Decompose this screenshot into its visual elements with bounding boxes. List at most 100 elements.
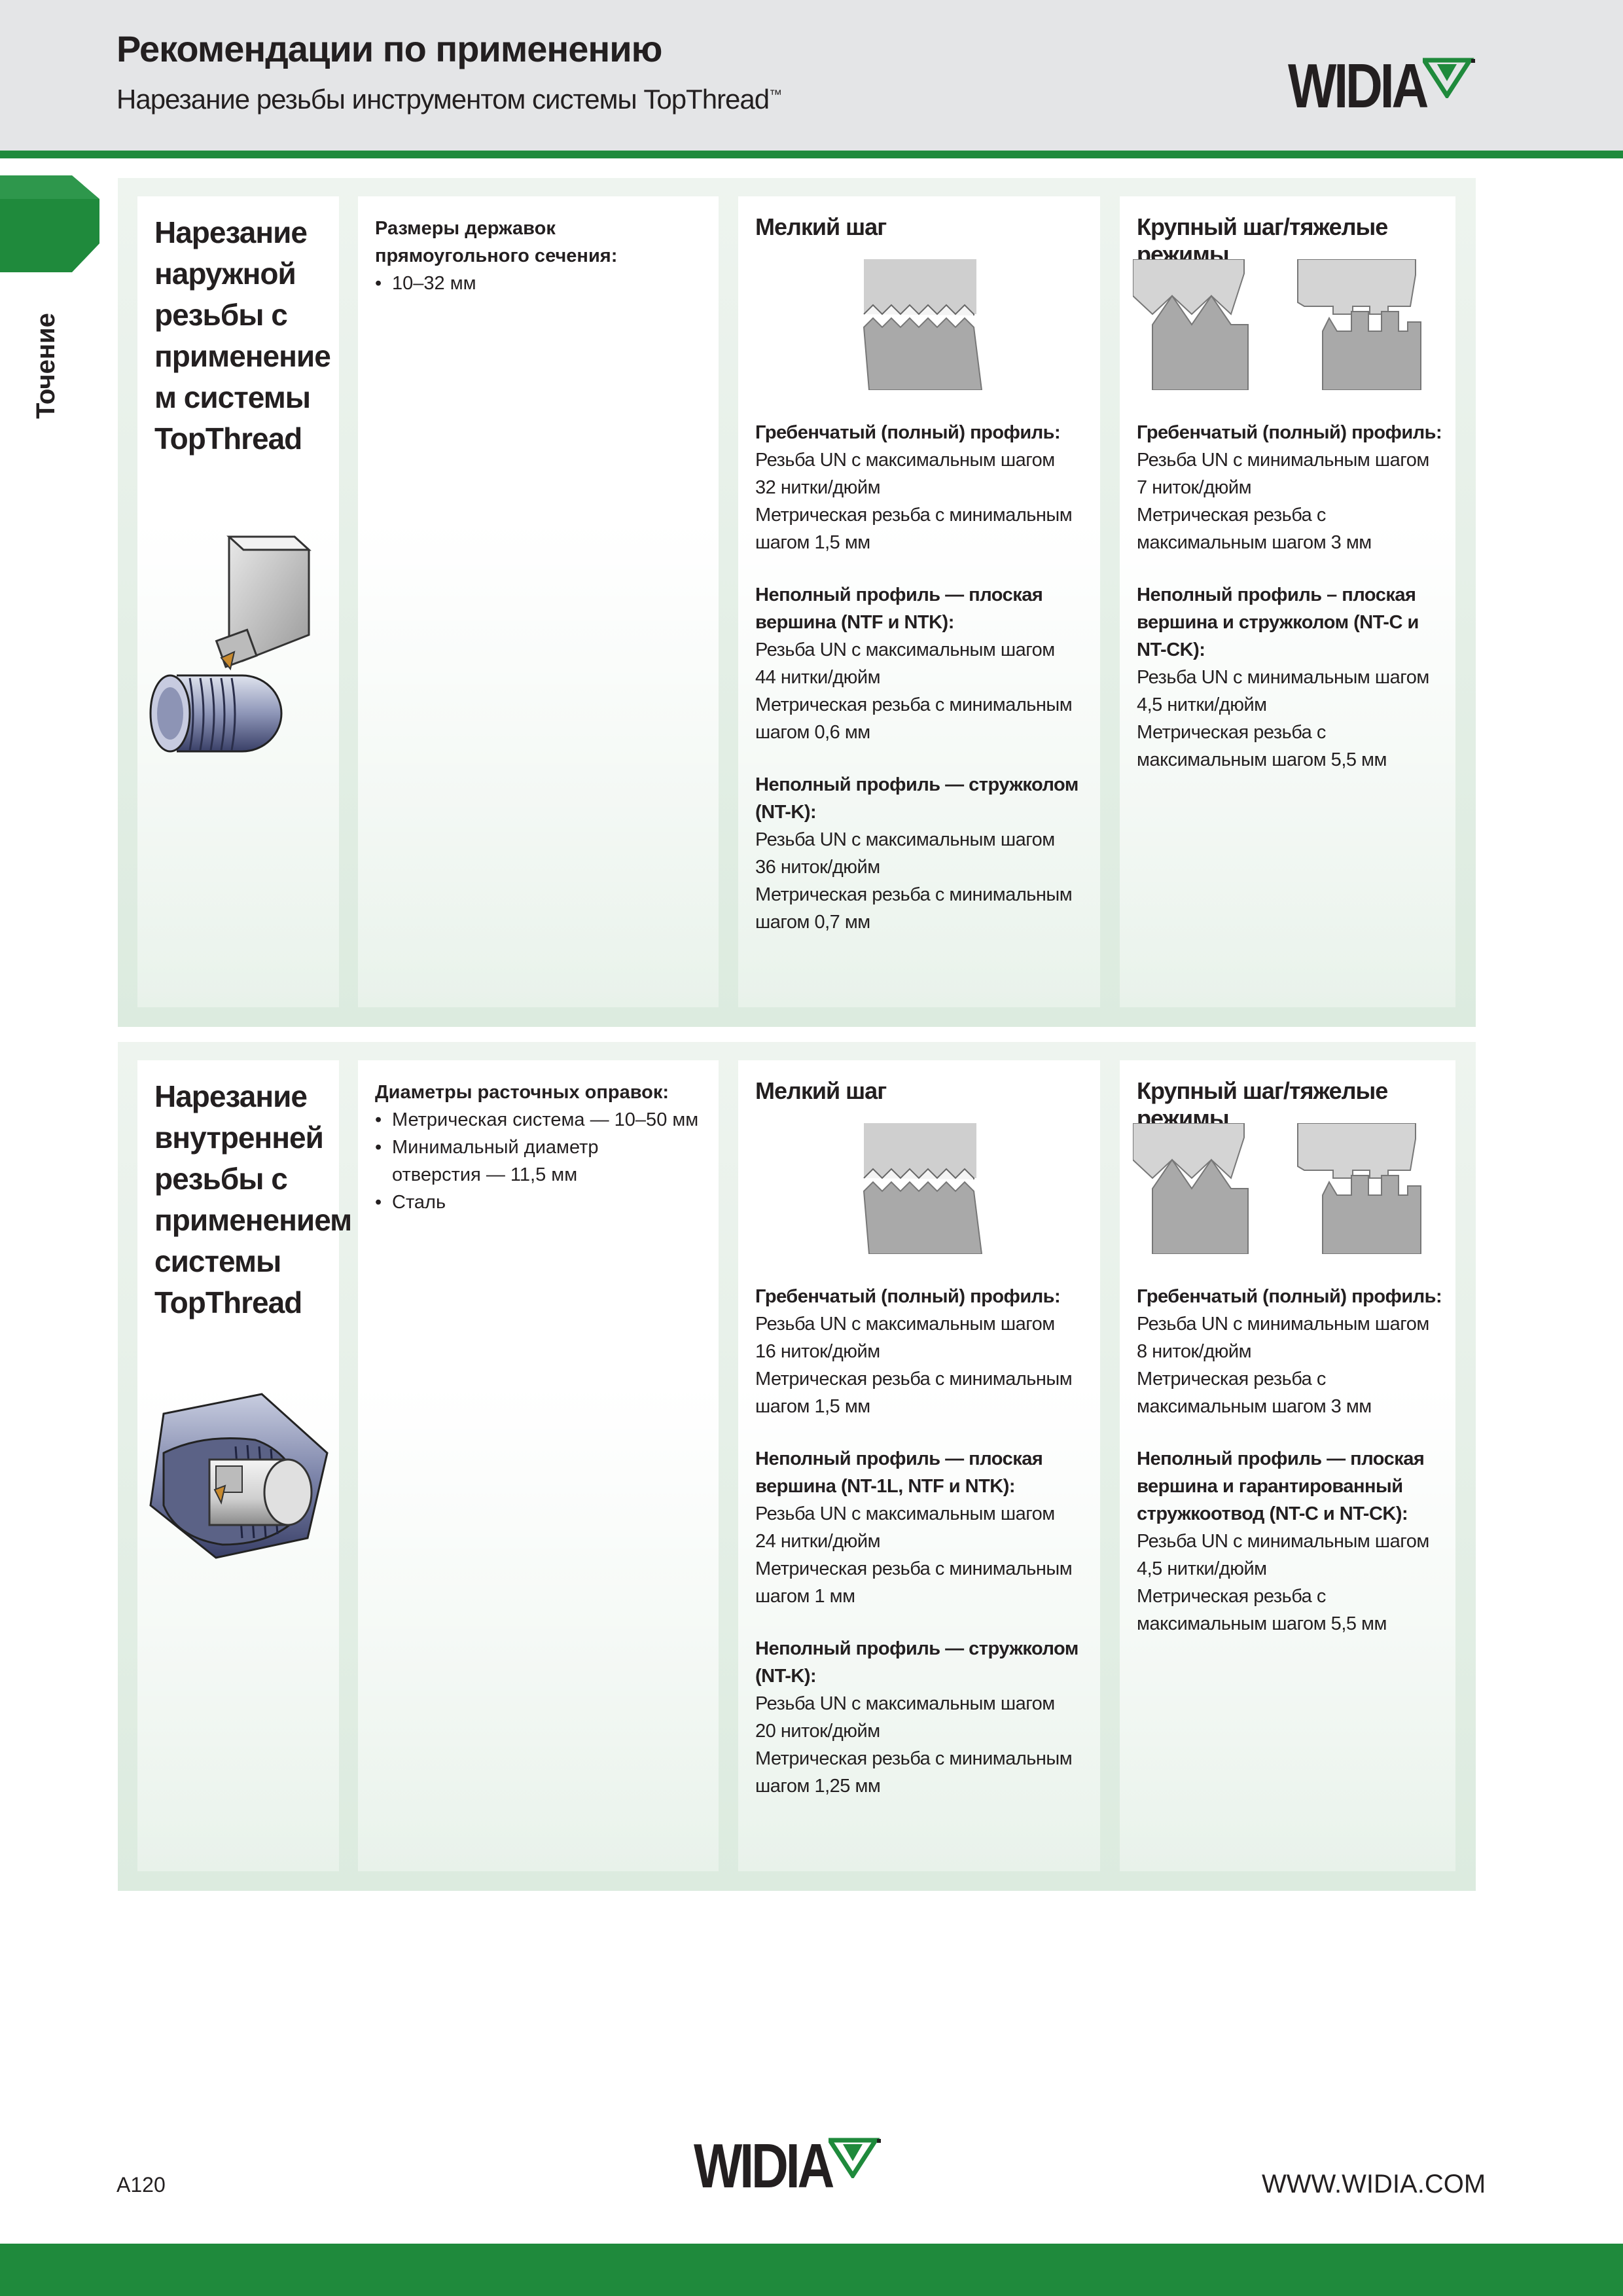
profile-line: 8 ниток/дюйм bbox=[1137, 1341, 1252, 1362]
fine-pitch-profiles: Гребенчатый (полный) профиль: Резьба UN … bbox=[755, 419, 1090, 961]
profile-title: Гребенчатый (полный) профиль: bbox=[755, 1286, 1061, 1307]
profile-line: Резьба UN с минимальным шагом bbox=[1137, 450, 1429, 471]
holder-size-column: Размеры державок прямоугольного сечения:… bbox=[358, 196, 719, 1007]
profile-line: Резьба UN с максимальным шагом bbox=[755, 1503, 1055, 1524]
profile-title: Гребенчатый (полный) профиль: bbox=[1137, 1286, 1442, 1307]
fine-pitch-column: Мелкий шаг Гребенчатый (полный) профиль:… bbox=[738, 196, 1100, 1007]
section-title-column: Нарезание внутренней резьбы с применение… bbox=[137, 1060, 352, 1871]
fine-pitch-profile-icon bbox=[863, 1123, 983, 1254]
spec-list: 10–32 мм bbox=[375, 270, 705, 297]
profile-line: Метрическая резьба с минимальным bbox=[755, 884, 1073, 905]
spec-list: Метрическая система — 10–50 мм Минимальн… bbox=[375, 1106, 705, 1216]
external-threading-tool-illustration bbox=[149, 535, 312, 753]
website-link[interactable]: WWW.WIDIA.COM bbox=[1262, 2170, 1486, 2198]
external-threading-section: Нарезание наружной резьбы с применение м… bbox=[118, 178, 1476, 1027]
profile-block: Гребенчатый (полный) профиль: Резьба UN … bbox=[755, 419, 1090, 556]
internal-threading-tool-illustration bbox=[149, 1393, 329, 1559]
spec-heading: Диаметры расточных оправок: bbox=[375, 1082, 669, 1103]
footer-logo-wordmark: WIDIA bbox=[694, 2131, 834, 2201]
header-divider bbox=[0, 151, 1623, 158]
coarse-pitch-profile-icon bbox=[1133, 1123, 1421, 1254]
section-tab-marker bbox=[0, 175, 99, 272]
profile-title: Неполный профиль — плоская вершина (NTF … bbox=[755, 584, 1043, 633]
spec-heading: Размеры державок прямоугольного сечения: bbox=[375, 218, 618, 266]
profile-block: Гребенчатый (полный) профиль: Резьба UN … bbox=[755, 1283, 1090, 1420]
profile-line: максимальным шагом 5,5 мм bbox=[1137, 1613, 1387, 1634]
spec-item: Метрическая система — 10–50 мм bbox=[375, 1106, 705, 1134]
profile-line: Метрическая резьба с bbox=[1137, 722, 1326, 743]
profile-line: 4,5 нитки/дюйм bbox=[1137, 694, 1267, 715]
profile-title: Неполный профиль — стружколом (NT-K): bbox=[755, 1638, 1079, 1687]
profile-line: Метрическая резьба с минимальным bbox=[755, 1369, 1073, 1390]
profile-line: шагом 0,6 мм bbox=[755, 722, 870, 743]
boring-bar-column: Диаметры расточных оправок: Метрическая … bbox=[358, 1060, 719, 1871]
profile-line: Резьба UN с минимальным шагом bbox=[1137, 1531, 1429, 1552]
fine-pitch-heading: Мелкий шаг bbox=[755, 1077, 887, 1104]
profile-line: Резьба UN с максимальным шагом bbox=[755, 1693, 1055, 1714]
profile-line: Резьба UN с максимальным шагом bbox=[755, 1314, 1055, 1335]
section-title-column: Нарезание наружной резьбы с применение м… bbox=[137, 196, 339, 1007]
page-number: A120 bbox=[116, 2173, 166, 2197]
coarse-pitch-column: Крупный шаг/тяжелые режимы Гребенчатый (… bbox=[1120, 1060, 1455, 1871]
profile-line: 32 нитки/дюйм bbox=[755, 477, 881, 498]
coarse-pitch-profiles: Гребенчатый (полный) профиль: Резьба UN … bbox=[1137, 1283, 1445, 1662]
profile-title: Гребенчатый (полный) профиль: bbox=[1137, 422, 1442, 443]
profile-line: Метрическая резьба с bbox=[1137, 505, 1326, 526]
profile-line: Метрическая резьба с минимальным bbox=[755, 505, 1073, 526]
widia-logo: WIDIA bbox=[1288, 55, 1476, 118]
spec-item: Минимальный диаметр отверстия — 11,5 мм bbox=[375, 1134, 608, 1189]
spec-item: Сталь bbox=[375, 1189, 705, 1216]
profile-line: Резьба UN с максимальным шагом bbox=[755, 639, 1055, 660]
profile-title: Неполный профиль – плоская вершина и стр… bbox=[1137, 584, 1419, 660]
logo-wordmark: WIDIA bbox=[1288, 51, 1429, 121]
page-header bbox=[0, 0, 1623, 151]
profile-line: максимальным шагом 5,5 мм bbox=[1137, 749, 1387, 770]
profile-title: Неполный профиль — плоская вершина (NT-1… bbox=[755, 1448, 1043, 1497]
profile-line: 4,5 нитки/дюйм bbox=[1137, 1558, 1267, 1579]
profile-line: шагом 1,25 мм bbox=[755, 1776, 881, 1797]
internal-threading-section: Нарезание внутренней резьбы с применение… bbox=[118, 1042, 1476, 1891]
profile-line: Метрическая резьба с bbox=[1137, 1586, 1326, 1607]
section-title: Нарезание наружной резьбы с применение м… bbox=[154, 215, 331, 456]
subtitle-text: Нарезание резьбы инструментом системы To… bbox=[116, 84, 770, 115]
fine-pitch-heading: Мелкий шаг bbox=[755, 213, 887, 240]
profile-line: Метрическая резьба с bbox=[1137, 1369, 1326, 1390]
profile-line: Метрическая резьба с минимальным bbox=[755, 1748, 1073, 1769]
widia-triangle-icon bbox=[828, 2138, 881, 2178]
profile-line: Резьба UN с минимальным шагом bbox=[1137, 1314, 1429, 1335]
profile-block: Неполный профиль — плоская вершина и гар… bbox=[1137, 1445, 1445, 1638]
profile-line: 24 нитки/дюйм bbox=[755, 1531, 881, 1552]
profile-line: 44 нитки/дюйм bbox=[755, 667, 881, 688]
profile-line: шагом 1,5 мм bbox=[755, 532, 870, 553]
profile-line: Метрическая резьба с минимальным bbox=[755, 1558, 1073, 1579]
coarse-pitch-profiles: Гребенчатый (полный) профиль: Резьба UN … bbox=[1137, 419, 1445, 798]
profile-block: Неполный профиль — плоская вершина (NT-1… bbox=[755, 1445, 1090, 1610]
section-title: Нарезание внутренней резьбы с применение… bbox=[154, 1079, 352, 1319]
profile-block: Неполный профиль — стружколом (NT-K): Ре… bbox=[755, 771, 1090, 936]
profile-line: максимальным шагом 3 мм bbox=[1137, 1396, 1372, 1417]
page-title: Рекомендации по применению bbox=[116, 28, 662, 69]
coarse-pitch-profile-icon bbox=[1133, 259, 1421, 390]
profile-block: Неполный профиль — плоская вершина (NTF … bbox=[755, 581, 1090, 746]
widia-triangle-icon bbox=[1422, 58, 1475, 98]
boring-bar-note: Диаметры расточных оправок: Метрическая … bbox=[375, 1079, 705, 1216]
coarse-pitch-column: Крупный шаг/тяжелые режимы Гребенчатый (… bbox=[1120, 196, 1455, 1007]
profile-block: Гребенчатый (полный) профиль: Резьба UN … bbox=[1137, 419, 1445, 556]
fine-pitch-profiles: Гребенчатый (полный) профиль: Резьба UN … bbox=[755, 1283, 1090, 1825]
profile-line: шагом 0,7 мм bbox=[755, 912, 870, 933]
profile-line: шагом 1 мм bbox=[755, 1586, 855, 1607]
side-category-label: Точение bbox=[31, 313, 60, 419]
footer-widia-logo: WIDIA bbox=[694, 2135, 882, 2198]
profile-line: 20 ниток/дюйм bbox=[755, 1721, 880, 1742]
profile-line: 7 ниток/дюйм bbox=[1137, 477, 1252, 498]
profile-line: Метрическая резьба с минимальным bbox=[755, 694, 1073, 715]
profile-block: Неполный профиль – плоская вершина и стр… bbox=[1137, 581, 1445, 774]
fine-pitch-profile-icon bbox=[863, 259, 983, 390]
profile-line: 16 ниток/дюйм bbox=[755, 1341, 880, 1362]
trademark-mark: ™ bbox=[769, 88, 782, 102]
profile-line: Резьба UN с минимальным шагом bbox=[1137, 667, 1429, 688]
footer-bar bbox=[0, 2244, 1623, 2296]
profile-title: Гребенчатый (полный) профиль: bbox=[755, 422, 1061, 443]
fine-pitch-column: Мелкий шаг Гребенчатый (полный) профиль:… bbox=[738, 1060, 1100, 1871]
page-subtitle: Нарезание резьбы инструментом системы To… bbox=[116, 84, 782, 115]
